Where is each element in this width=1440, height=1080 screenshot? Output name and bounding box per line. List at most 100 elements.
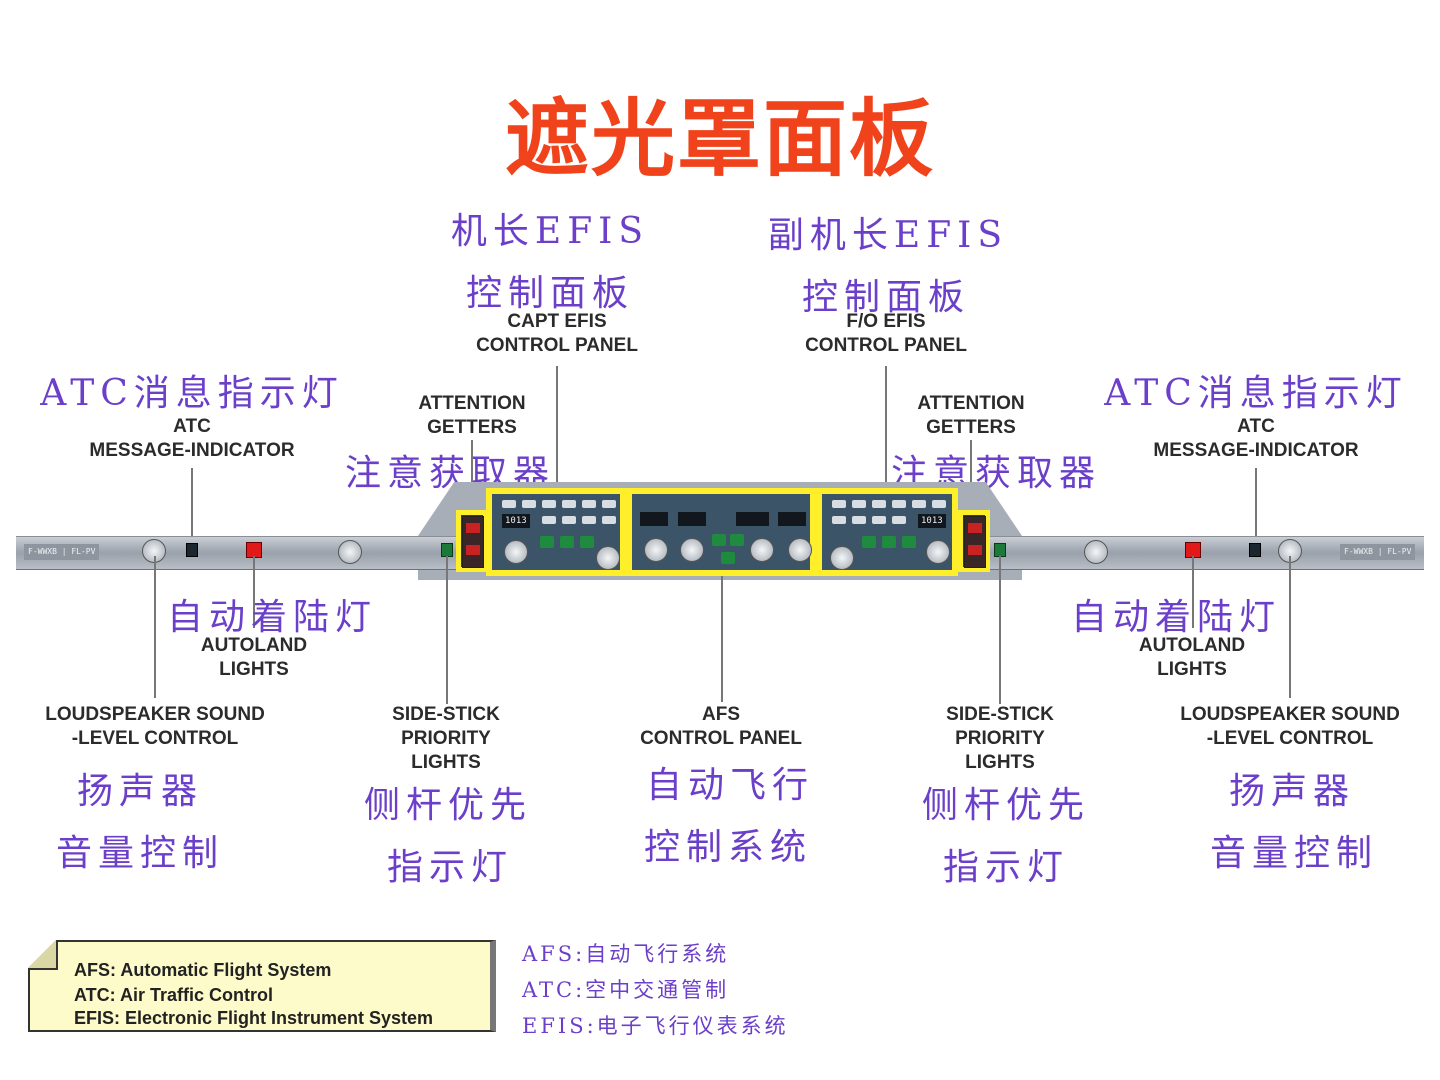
atc-right-en: ATC MESSAGE-INDICATOR	[1153, 415, 1358, 463]
capt-efis-green-btn[interactable]	[540, 536, 554, 548]
capt-efis-btn[interactable]	[542, 516, 556, 524]
afs-vs-knob[interactable]	[788, 538, 812, 562]
fo-efis-btn[interactable]	[872, 500, 886, 508]
left-nameplate: F-WWXB | FL-PV	[24, 544, 100, 560]
fo-efis-btn[interactable]	[932, 500, 946, 508]
leader-sidestick-right	[999, 556, 1001, 704]
afs-display-alt	[736, 512, 770, 526]
atc-right-en-1: ATC	[1237, 416, 1275, 437]
capt-efis-btn[interactable]	[582, 500, 596, 508]
abbr-efis: EFIS:电子飞行仪表系统	[522, 1014, 789, 1038]
atc-left-en: ATC MESSAGE-INDICATOR	[89, 415, 294, 463]
fo-efis-btn[interactable]	[832, 500, 846, 508]
atc-msg-indicator-left[interactable]	[186, 543, 198, 557]
leader-afs	[721, 576, 723, 702]
afs-heading-knob[interactable]	[680, 538, 704, 562]
fo-efis-green-btn[interactable]	[902, 536, 916, 548]
fo-efis-btn[interactable]	[892, 500, 906, 508]
leader-atc-right	[1255, 468, 1257, 542]
afs-en-2: CONTROL PANEL	[640, 728, 802, 749]
left-plate-b: FL-PV	[71, 547, 96, 556]
fo-efis-btn[interactable]	[892, 516, 906, 524]
leader-fo-efis	[885, 366, 887, 490]
fo-efis-btn[interactable]	[832, 516, 846, 524]
loudspeaker-right-cn-2: 音量控制	[1209, 833, 1379, 874]
autoland-right-en-2: LIGHTS	[1157, 659, 1227, 680]
capt-efis-btn[interactable]	[602, 500, 616, 508]
attention-right-en-2: GETTERS	[926, 417, 1016, 438]
sidestick-right-cn-2: 指示灯	[942, 847, 1070, 888]
capt-efis-btn[interactable]	[542, 500, 556, 508]
afs-ap-button[interactable]	[712, 534, 726, 546]
afs-altitude-knob[interactable]	[750, 538, 774, 562]
afs-cn-2: 控制系统	[643, 827, 813, 868]
loudspeaker-left-en: LOUDSPEAKER SOUND -LEVEL CONTROL	[45, 703, 265, 751]
atc-msg-indicator-right[interactable]	[1249, 543, 1261, 557]
capt-efis-btn[interactable]	[502, 500, 516, 508]
fo-efis-control-panel[interactable]: 1013	[816, 488, 958, 576]
afs-display-hdg	[678, 512, 706, 526]
autoland-right-cn: 自动着陆灯	[1070, 597, 1282, 638]
capt-efis-btn[interactable]	[602, 516, 616, 524]
attention-right-en-1: ATTENTION	[917, 393, 1025, 414]
autoland-right-en: AUTOLAND LIGHTS	[1139, 634, 1245, 682]
attention-left-en: ATTENTION GETTERS	[418, 392, 525, 440]
right-plate-a: F-WWXB	[1344, 547, 1373, 556]
capt-efis-control-panel[interactable]: 1013	[486, 488, 626, 576]
afs-en-1: AFS	[701, 704, 740, 725]
afs-display-vs	[778, 512, 806, 526]
atc-left-en-1: ATC	[173, 416, 211, 437]
capt-baro-display: 1013	[502, 514, 530, 528]
fo-efis-en-2: CONTROL PANEL	[805, 335, 967, 356]
attention-getter-right[interactable]	[958, 510, 990, 572]
capt-nd-mode-knob[interactable]	[596, 546, 620, 570]
afs-control-panel[interactable]	[626, 488, 816, 576]
attention-getter-right-lights	[964, 516, 986, 568]
autoland-left-en: AUTOLAND LIGHTS	[201, 634, 307, 682]
fo-efis-cn-1: 副机长EFIS	[767, 215, 1009, 256]
attention-getter-left[interactable]	[456, 510, 488, 572]
autoland-left-en-2: LIGHTS	[219, 659, 289, 680]
fo-efis-btn[interactable]	[852, 516, 866, 524]
leader-attention-right	[970, 440, 972, 514]
capt-efis-btn[interactable]	[562, 500, 576, 508]
leader-attention-left	[471, 440, 473, 514]
sidestick-priority-light-left[interactable]	[441, 543, 453, 557]
afs-display-spd	[640, 512, 668, 526]
sidestick-priority-light-right[interactable]	[994, 543, 1006, 557]
panel-knob-right[interactable]	[1084, 540, 1108, 564]
fo-efis-btn[interactable]	[852, 500, 866, 508]
afs-speed-knob[interactable]	[644, 538, 668, 562]
autoland-left-en-1: AUTOLAND	[200, 635, 308, 656]
attention-getter-left-lights	[462, 516, 484, 568]
capt-efis-btn[interactable]	[582, 516, 596, 524]
sidestick-left-cn-1: 侧杆优先	[363, 785, 533, 826]
capt-efis-green-btn[interactable]	[580, 536, 594, 548]
panel-knob-left[interactable]	[338, 540, 362, 564]
loudspeaker-left-en-2: -LEVEL CONTROL	[71, 728, 239, 749]
fo-efis-btn[interactable]	[912, 500, 926, 508]
fo-efis-green-btn[interactable]	[862, 536, 876, 548]
afs-cn-1: 自动飞行	[645, 765, 815, 806]
sidestick-left-en: SIDE-STICK PRIORITY LIGHTS	[392, 703, 500, 775]
afs-athr-button[interactable]	[721, 552, 735, 564]
loudspeaker-right-cn-1: 扬声器	[1228, 771, 1356, 812]
legend-row-afs: AFS: Automatic Flight System	[74, 960, 332, 980]
afs-ap-button[interactable]	[730, 534, 744, 546]
capt-efis-btn[interactable]	[522, 500, 536, 508]
capt-baro-knob[interactable]	[504, 540, 528, 564]
fo-efis-en-1: F/O EFIS	[846, 311, 926, 332]
loudspeaker-left-cn-1: 扬声器	[76, 771, 204, 812]
sidestick-right-cn-1: 侧杆优先	[921, 785, 1091, 826]
capt-efis-green-btn[interactable]	[560, 536, 574, 548]
fo-efis-green-btn[interactable]	[882, 536, 896, 548]
leader-atc-left	[191, 468, 193, 542]
sidestick-right-en-2: PRIORITY	[955, 728, 1045, 749]
loudspeaker-right-en: LOUDSPEAKER SOUND -LEVEL CONTROL	[1180, 703, 1400, 751]
fo-baro-knob[interactable]	[926, 540, 950, 564]
afs-en: AFS CONTROL PANEL	[640, 703, 802, 751]
abbreviation-legend: AFS: Automatic Flight System ATC: Air Tr…	[28, 940, 496, 1032]
capt-efis-btn[interactable]	[562, 516, 576, 524]
fo-efis-btn[interactable]	[872, 516, 886, 524]
fo-nd-mode-knob[interactable]	[830, 546, 854, 570]
